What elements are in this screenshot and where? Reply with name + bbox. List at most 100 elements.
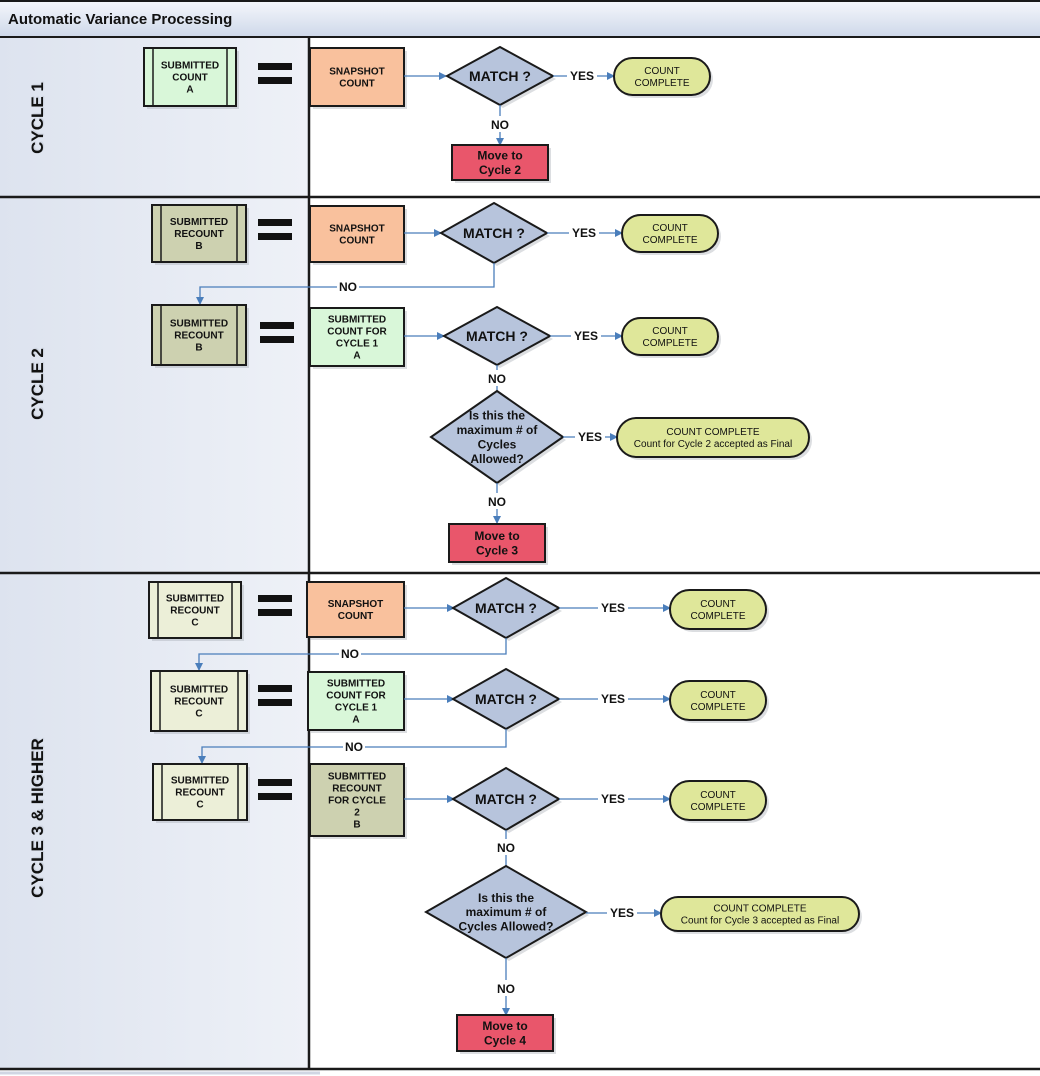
lane-label-cycle-3-higher: CYCLE 3 & HIGHER [28,738,47,898]
c3-match-decision-2-label: MATCH ? [475,691,537,707]
c1-equals-sign [258,63,292,84]
c2-yes-label-1-bg [569,224,599,240]
c2-no-label-1: NO [339,280,357,294]
c1-no-label-bg [489,116,511,132]
c3-yes-label-3-bg [598,790,628,806]
c3-match-decision-1-label: MATCH ? [475,600,537,616]
c2-yes-label-2: YES [574,329,598,343]
c2-no-label-1-bg [337,278,359,294]
c3-match-decision-2: MATCH ? [450,667,562,732]
c3-equals-sign-1 [258,595,292,616]
title-bar: Automatic Variance Processing [0,0,1040,38]
c3-no-label-max: NO [497,982,515,996]
c3-no-label-2-bg [343,738,365,754]
lane-label-cycle-1: CYCLE 1 [28,82,47,154]
c3-no-label-1: NO [341,647,359,661]
c2-match-decision-2: MATCH ? [441,305,553,368]
c3-no-label-max-bg [495,980,517,996]
c3-no-label-2: NO [345,740,363,754]
c3-yes-label-2-bg [598,690,628,706]
c3-yes-label-max: YES [610,906,634,920]
c3-no-label-1-bg [339,645,361,661]
c2-yes-label-max: YES [578,430,602,444]
page-title: Automatic Variance Processing [8,11,233,28]
c3-match-decision-3: MATCH ? [451,766,562,833]
c1-yes-label-bg [567,67,597,83]
c2-match-decision-1-label: MATCH ? [463,225,525,241]
c2-yes-label-max-bg [575,428,605,444]
c1-match-decision: MATCH ? [444,45,556,108]
c2-no-label-max: NO [488,495,506,509]
c2-equals-sign-2 [260,322,294,343]
c2-equals-sign-1 [258,219,292,240]
c2-match-decision-1: MATCH ? [438,201,550,266]
c1-no-label: NO [491,118,509,132]
c3-yes-label-1: YES [601,601,625,615]
c2-no-label-max-bg [486,493,508,509]
c1-yes-label: YES [570,69,594,83]
c3-equals-sign-3 [258,779,292,800]
c2-no-label-2: NO [488,372,506,386]
c1-match-decision-label: MATCH ? [469,68,531,84]
c3-yes-label-1-bg [598,599,628,615]
c2-yes-label-1: YES [572,226,596,240]
c3-no-label-3: NO [497,841,515,855]
c2-match-decision-2-label: MATCH ? [466,328,528,344]
c2-yes-label-2-bg [571,327,601,343]
lane-label-cycle-2: CYCLE 2 [28,348,47,420]
c3-yes-label-3: YES [601,792,625,806]
c3-yes-label-max-bg [607,904,637,920]
c3-no-label-3-bg [495,839,517,855]
c3-match-decision-1: MATCH ? [450,576,562,641]
c3-match-decision-3-label: MATCH ? [475,791,537,807]
c3-yes-label-2: YES [601,692,625,706]
